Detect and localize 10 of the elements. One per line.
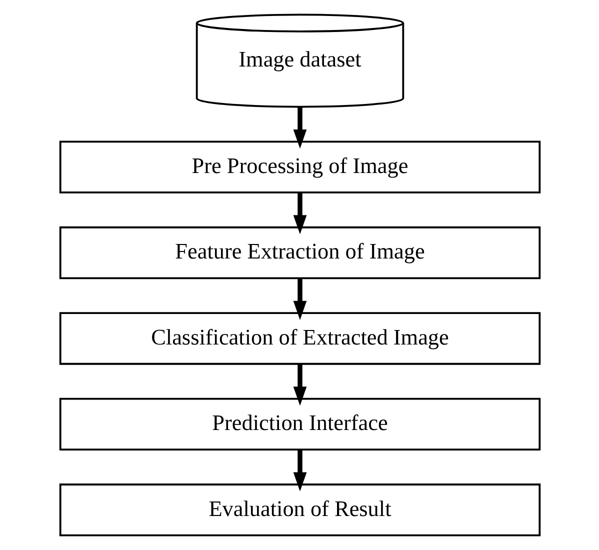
arrow — [292, 364, 306, 406]
node-box: Feature Extraction of Image — [58, 226, 540, 280]
node-box: Evaluation of Result — [58, 484, 540, 536]
arrow — [292, 192, 306, 234]
node-box: Classification of Extracted Image — [58, 312, 540, 365]
node-box: Pre Processing of Image — [58, 140, 540, 194]
node-box: Prediction Interface — [58, 398, 540, 451]
arrow — [292, 450, 306, 492]
arrow — [292, 107, 306, 149]
arrow — [292, 278, 306, 320]
